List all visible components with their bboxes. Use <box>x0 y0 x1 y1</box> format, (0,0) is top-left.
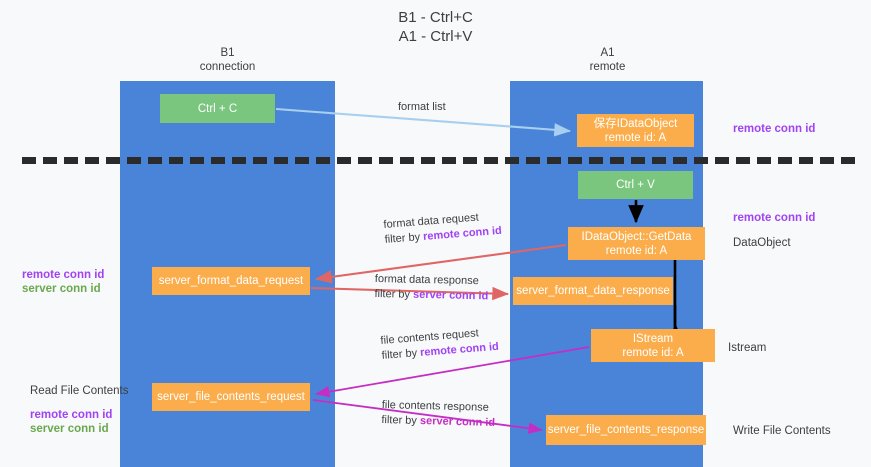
edge-label-file-contents-request: file contents request filter by remote c… <box>380 325 499 364</box>
node-save-idataobject-line2: remote id: A <box>604 131 667 144</box>
edge-label-format-data-request: format data request filter by remote con… <box>383 209 502 248</box>
node-server-file-contents-request[interactable]: server_file_contents_request <box>152 383 310 411</box>
node-istream-line1: IStream <box>632 332 674 345</box>
node-server-file-contents-response[interactable]: server_file_contents_response <box>546 415 706 445</box>
edge-label-format-data-request-filter-prefix: filter by <box>384 230 424 246</box>
annotation-left-conn-ids-1: remote conn id server conn id <box>22 268 104 296</box>
annotation-left-remote-conn-id-2: remote conn id <box>30 409 113 421</box>
lane-header-a1-name: A1 <box>600 47 615 59</box>
phase-divider <box>22 157 855 164</box>
node-idataobject-getdata-line2: remote id: A <box>605 244 668 257</box>
edge-label-file-contents-response: file contents response filter by server … <box>381 398 495 431</box>
node-server-format-data-response[interactable]: server_format_data_response <box>513 277 673 305</box>
annotation-istream: Istream <box>728 342 767 354</box>
edge-label-format-list-text: format list <box>398 101 446 113</box>
node-server-file-contents-response-label: server_file_contents_response <box>547 424 705 436</box>
edge-label-format-data-response: format data response filter by server co… <box>374 272 488 304</box>
lane-header-b1: B1 connection <box>120 46 335 74</box>
node-istream-line2: remote id: A <box>622 346 684 359</box>
lane-header-b1-role: connection <box>199 61 256 73</box>
annotation-left-server-conn-id-1: server conn id <box>22 283 101 295</box>
lane-header-a1: A1 remote <box>510 46 705 74</box>
edge-label-file-contents-response-filter-key: server conn id <box>419 415 496 429</box>
edge-label-format-data-response-filter-prefix: filter by <box>374 287 414 301</box>
title-line-1: B1 - Ctrl+C <box>398 9 473 26</box>
node-ctrl-v-label: Ctrl + V <box>616 179 655 191</box>
annotation-left-read-file-contents-block: Read File Contents remote conn id server… <box>30 384 128 436</box>
annotation-left-remote-conn-id-1: remote conn id <box>22 269 105 281</box>
node-ctrl-c[interactable]: Ctrl + C <box>160 94 275 123</box>
node-server-format-data-request-label: server_format_data_request <box>158 275 304 287</box>
node-idataobject-getdata[interactable]: IDataObject::GetData remote id: A <box>568 227 705 260</box>
node-server-format-data-request[interactable]: server_format_data_request <box>152 267 310 295</box>
lane-header-b1-name: B1 <box>220 47 235 59</box>
diagram-title: B1 - Ctrl+C A1 - Ctrl+V <box>0 8 871 46</box>
node-save-idataobject[interactable]: 保存IDataObject remote id: A <box>577 114 694 147</box>
lane-header-a1-role: remote <box>589 61 626 73</box>
edge-label-file-contents-response-filter-prefix: filter by <box>381 413 421 427</box>
edge-label-file-contents-request-filter-prefix: filter by <box>381 346 421 362</box>
annotation-remote-conn-id-mid: remote conn id <box>733 212 816 224</box>
title-line-2: A1 - Ctrl+V <box>398 28 473 45</box>
node-ctrl-v[interactable]: Ctrl + V <box>578 171 693 199</box>
node-server-file-contents-request-label: server_file_contents_request <box>157 391 305 403</box>
annotation-left-server-conn-id-2: server conn id <box>30 423 109 435</box>
annotation-write-file-contents: Write File Contents <box>733 425 831 437</box>
node-ctrl-c-label: Ctrl + C <box>197 102 238 115</box>
annotation-left-read-file-contents: Read File Contents <box>30 385 129 397</box>
node-idataobject-getdata-line1: IDataObject::GetData <box>581 230 692 243</box>
node-save-idataobject-line1: 保存IDataObject <box>593 117 678 130</box>
annotation-remote-conn-id-top: remote conn id <box>733 123 816 135</box>
node-istream[interactable]: IStream remote id: A <box>591 329 715 362</box>
annotation-dataobject: DataObject <box>733 237 791 249</box>
edge-label-format-list: format list <box>398 100 446 115</box>
edge-label-format-data-response-filter-key: server conn id <box>412 288 489 303</box>
node-server-format-data-response-label: server_format_data_response <box>516 285 670 297</box>
